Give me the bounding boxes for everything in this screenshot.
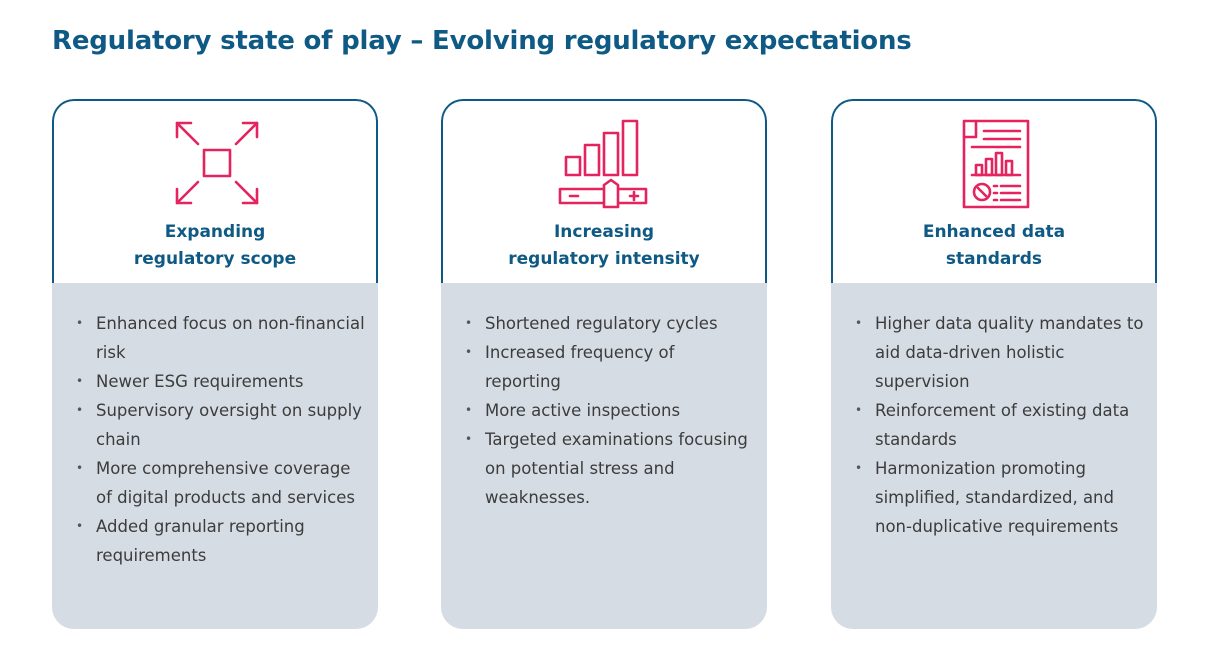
list-item: Shortened regulatory cycles [465,309,755,338]
card-increasing-regulatory-intensity: Increasing regulatory intensity Shortene… [441,99,767,629]
card-header: Increasing regulatory intensity [441,99,767,283]
list-item: Enhanced focus on non-financial risk [76,309,366,367]
list-item: Targeted examinations focusing on potent… [465,425,755,512]
list-item: Higher data quality mandates to aid data… [855,309,1145,396]
bullet-list: Higher data quality mandates to aid data… [855,309,1145,541]
list-item: Harmonization promoting simplified, stan… [855,454,1145,541]
list-item: Newer ESG requirements [76,367,366,396]
list-item: Reinforcement of existing data standards [855,396,1145,454]
list-item: Supervisory oversight on supply chain [76,396,366,454]
data-report-icon [946,119,1046,211]
card-header: Expanding regulatory scope [52,99,378,283]
list-item: Added granular reporting requirements [76,512,366,570]
card-header: Enhanced data standards [831,99,1157,283]
list-item: More comprehensive coverage of digital p… [76,454,366,512]
bullet-list: Shortened regulatory cycles Increased fr… [465,309,755,512]
bullet-list: Enhanced focus on non-financial risk New… [76,309,366,570]
list-item: Increased frequency of reporting [465,338,755,396]
page-title: Regulatory state of play – Evolving regu… [52,26,912,56]
expand-arrows-icon [167,119,267,211]
list-item: More active inspections [465,396,755,425]
intensity-bars-slider-icon [556,119,656,211]
card-expanding-regulatory-scope: Expanding regulatory scope Enhanced focu… [52,99,378,629]
card-title: Enhanced data standards [922,222,1066,269]
card-title: Expanding regulatory scope [133,222,297,269]
card-enhanced-data-standards: Enhanced data standards Higher data qual… [831,99,1157,629]
card-title: Increasing regulatory intensity [508,222,700,269]
